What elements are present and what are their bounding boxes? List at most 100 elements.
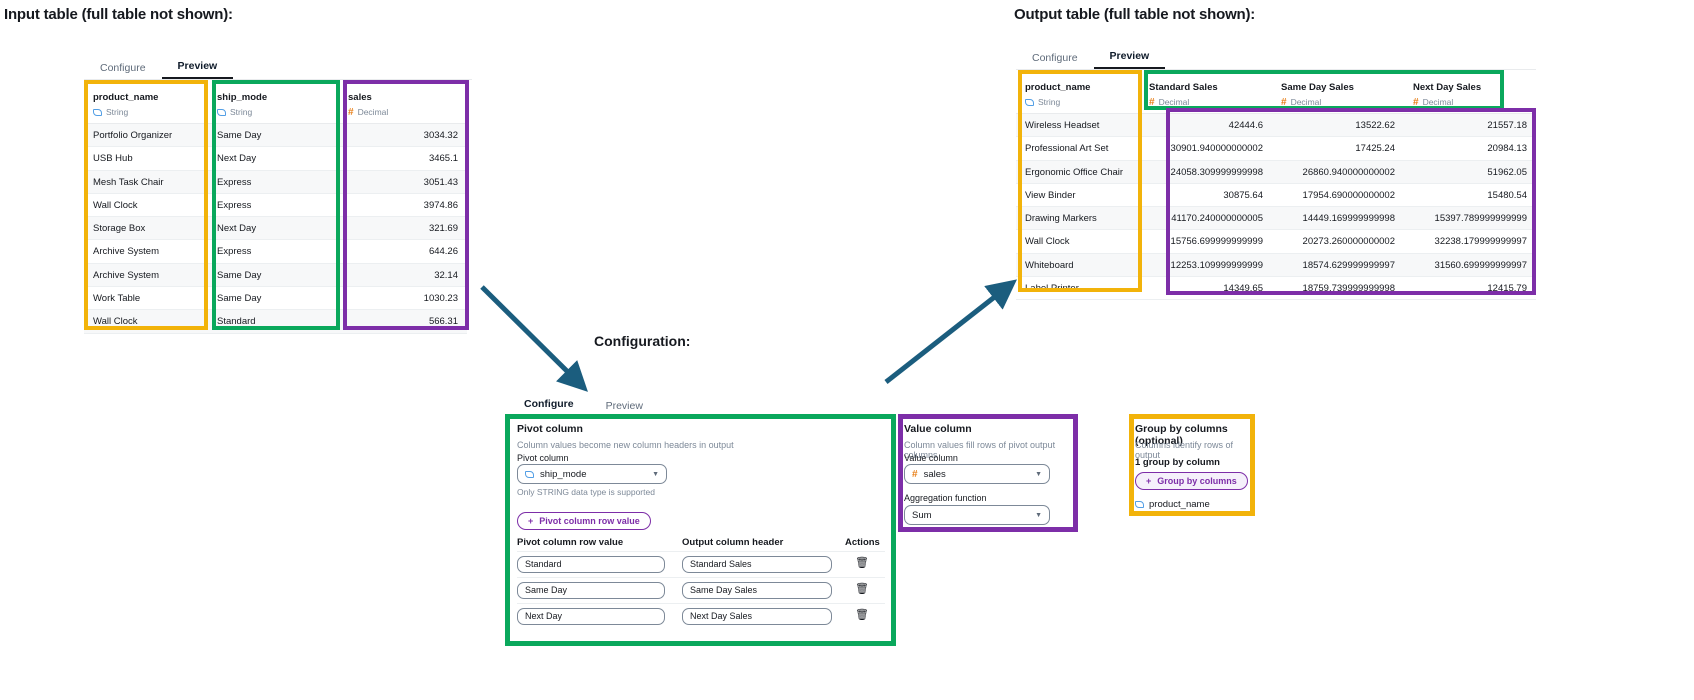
number-icon: # — [912, 468, 918, 480]
column-header: product_name String — [84, 84, 208, 124]
plus-icon: + — [1146, 476, 1152, 486]
pivot-output-header-input[interactable]: Standard Sales — [682, 556, 832, 573]
chevron-down-icon: ▼ — [1035, 470, 1042, 478]
arrow-input-to-config — [480, 285, 588, 392]
column-name: Next Day Sales — [1413, 82, 1482, 93]
table-cell: 14349.65 — [1140, 277, 1272, 301]
trash-icon[interactable]: 🗑 — [855, 557, 869, 569]
table-cell: Professional Art Set — [1016, 137, 1140, 161]
value-column-select-value: sales — [923, 468, 946, 480]
column-type-label: Decimal — [1290, 97, 1322, 107]
pivot-row: Same Day Same Day Sales 🗑 — [517, 577, 885, 603]
table-cell: Standard — [208, 310, 339, 334]
table-cell: Storage Box — [84, 217, 208, 241]
table-cell: 30875.64 — [1140, 184, 1272, 208]
table-cell: View Binder — [1016, 184, 1140, 208]
column-type-label: Decimal — [1422, 97, 1454, 107]
config-panel: Configure Preview — [508, 392, 1268, 418]
table-cell: Express — [208, 240, 339, 264]
trash-icon[interactable]: 🗑 — [855, 609, 869, 621]
groupby-section-subtitle: Columns identify rows of output — [1135, 440, 1234, 460]
pivot-output-header-input[interactable]: Next Day Sales — [682, 608, 832, 625]
table-cell: 32.14 — [339, 263, 467, 288]
column-header: ship_mode String — [208, 84, 339, 124]
table-cell: 15756.699999999999 — [1140, 230, 1272, 254]
table-cell: 3034.32 — [339, 124, 467, 148]
table-cell: 1030.23 — [339, 287, 467, 311]
table-cell: 15397.789999999999 — [1404, 207, 1536, 231]
column-name: Standard Sales — [1149, 82, 1218, 93]
tab-configure[interactable]: Configure — [100, 62, 146, 74]
arrow-config-to-output — [884, 279, 1018, 384]
value-section-title: Value column — [904, 423, 972, 435]
string-icon — [217, 108, 226, 116]
trash-icon[interactable]: 🗑 — [855, 583, 869, 595]
output-table: product_name String Wireless Headset Pro… — [1016, 74, 1536, 301]
table-cell: 26860.940000000002 — [1272, 160, 1404, 184]
tab-configure[interactable]: Configure — [508, 398, 590, 417]
add-groupby-columns-button[interactable]: + Group by columns — [1135, 472, 1248, 490]
table-cell: 12415.79 — [1404, 277, 1536, 301]
input-column-sales: sales # Decimal 3034.32 3465.1 3051.43 3… — [339, 84, 467, 334]
chevron-down-icon: ▼ — [652, 470, 659, 478]
table-cell: Archive System — [84, 263, 208, 288]
plus-icon: + — [528, 516, 534, 526]
table-cell: 12253.109999999999 — [1140, 253, 1272, 278]
column-header: Standard Sales # Decimal — [1140, 74, 1272, 114]
column-name: product_name — [93, 92, 159, 103]
table-cell: Same Day — [208, 263, 339, 288]
table-cell: 18574.629999999997 — [1272, 253, 1404, 278]
table-cell: Wall Clock — [84, 310, 208, 334]
table-cell: Wall Clock — [84, 194, 208, 218]
table-cell: Express — [208, 170, 339, 194]
input-column-product-name: product_name String Portfolio Organizer … — [84, 84, 208, 334]
value-section-subtitle: Column values fill rows of pivot output … — [904, 440, 1056, 460]
table-cell: 31560.699999999997 — [1404, 253, 1536, 278]
column-type: String — [1025, 96, 1131, 108]
input-table-panel: Configure Preview product_name String Po… — [84, 54, 472, 334]
string-icon — [93, 108, 102, 116]
pivot-row-value-input[interactable]: Same Day — [517, 582, 665, 599]
grid-header-actions: Actions — [845, 537, 880, 548]
tab-preview[interactable]: Preview — [1093, 50, 1166, 69]
table-cell: Express — [208, 194, 339, 218]
output-tabs: Configure Preview — [1016, 44, 1536, 70]
groupby-section-title: Group by columns (optional) — [1135, 423, 1228, 447]
value-column-select[interactable]: # sales ▼ — [904, 464, 1050, 484]
grid-header-row-value: Pivot column row value — [517, 537, 624, 548]
table-cell: Whiteboard — [1016, 253, 1140, 278]
output-column-next-day-sales: Next Day Sales # Decimal 21557.18 20984.… — [1404, 74, 1536, 301]
column-type-label: Decimal — [1158, 97, 1190, 107]
pivot-column-select[interactable]: ship_mode ▼ — [517, 464, 667, 484]
table-cell: 20984.13 — [1404, 137, 1536, 161]
pivot-row: Next Day Next Day Sales 🗑 — [517, 603, 885, 629]
table-cell: Wall Clock — [1016, 230, 1140, 254]
output-column-same-day-sales: Same Day Sales # Decimal 13522.62 17425.… — [1272, 74, 1404, 301]
column-name: Same Day Sales — [1281, 82, 1354, 93]
add-pivot-row-value-button[interactable]: + Pivot column row value — [517, 512, 651, 530]
number-icon: # — [1281, 96, 1287, 108]
chevron-down-icon: ▼ — [1035, 511, 1042, 519]
pivot-row-value-input[interactable]: Standard — [517, 556, 665, 573]
table-cell: 3974.86 — [339, 194, 467, 218]
column-name: product_name — [1025, 82, 1091, 93]
tab-preview[interactable]: Preview — [605, 400, 643, 412]
table-cell: Ergonomic Office Chair — [1016, 160, 1140, 184]
table-cell: 21557.18 — [1404, 114, 1536, 138]
groupby-chip-label: product_name — [1149, 499, 1210, 510]
pivot-output-header-input[interactable]: Same Day Sales — [682, 582, 832, 599]
pivot-row-value-input[interactable]: Next Day — [517, 608, 665, 625]
column-header: Same Day Sales # Decimal — [1272, 74, 1404, 114]
column-type: String — [93, 106, 199, 118]
pivot-row: Standard Standard Sales 🗑 — [517, 551, 885, 577]
aggregation-function-select[interactable]: Sum ▼ — [904, 505, 1050, 525]
tab-configure[interactable]: Configure — [1032, 52, 1078, 64]
aggregation-function-value: Sum — [912, 509, 932, 521]
input-column-ship-mode: ship_mode String Same Day Next Day Expre… — [208, 84, 339, 334]
table-cell: 321.69 — [339, 217, 467, 241]
table-cell: Work Table — [84, 287, 208, 311]
groupby-chip-product-name[interactable]: product_name — [1135, 499, 1210, 510]
pivot-column-select-value: ship_mode — [540, 468, 587, 480]
tab-preview[interactable]: Preview — [161, 60, 234, 79]
